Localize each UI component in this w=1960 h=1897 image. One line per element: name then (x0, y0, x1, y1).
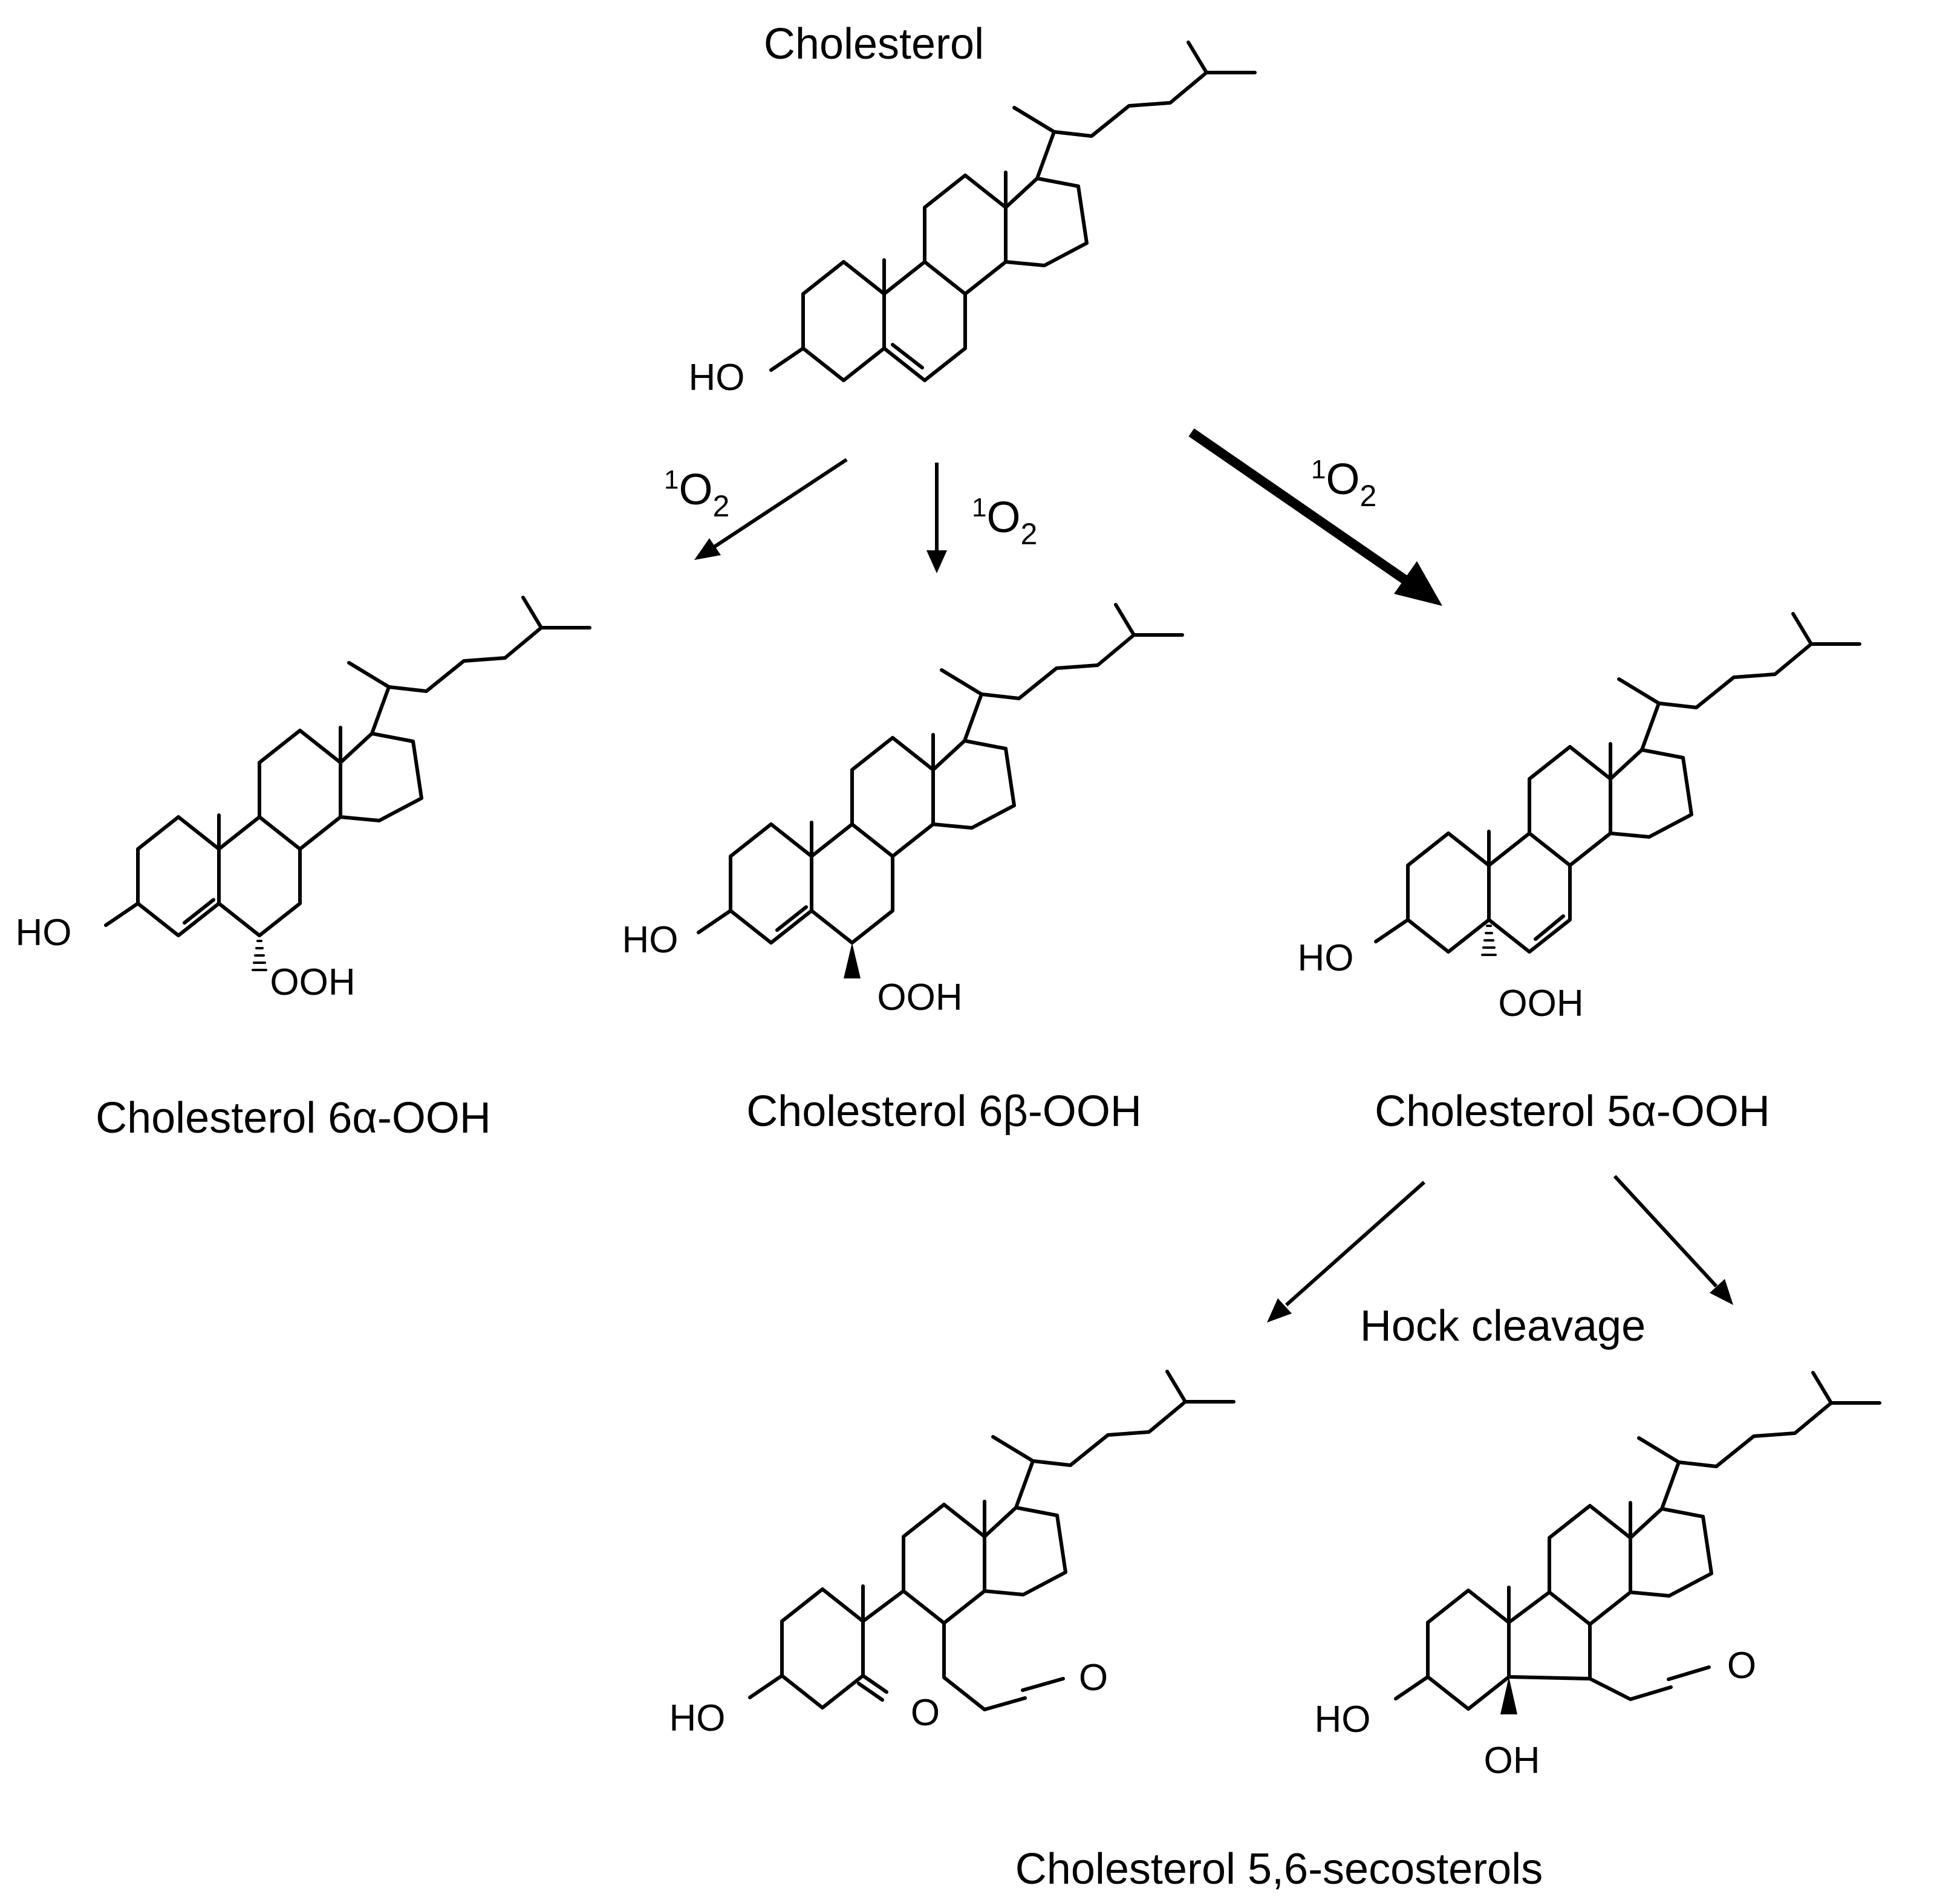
seco-b-ring-hydroxyl: OH (1484, 1740, 1540, 1781)
ooh6b-structure (697, 603, 1184, 978)
seco-b-aldehyde-oxygen: O (1727, 1645, 1756, 1687)
seco-a-ketone-oxygen: O (911, 1692, 940, 1734)
ooh5a-structure (1374, 612, 1861, 956)
seco-a-structure (748, 1370, 1236, 1711)
cholesterol-title: Cholesterol (764, 20, 984, 68)
ooh5a-hydroxyl: HO (1298, 937, 1354, 979)
singlet-oxygen-label-3: 1O2 (1311, 455, 1376, 513)
ooh6a-structure (104, 596, 591, 971)
ooh6b-hydroperoxy: OOH (877, 977, 962, 1018)
seco-b-structure (1394, 1371, 1881, 1714)
ooh5a-title: Cholesterol 5α-OOH (1375, 1087, 1770, 1136)
ooh6a-hydroxyl: HO (16, 912, 72, 954)
seco-a-hydroxyl: HO (669, 1697, 726, 1739)
ooh6b-hydroxyl: HO (622, 919, 679, 961)
arrow-to-5a (1188, 428, 1442, 606)
ooh6a-hydroperoxy: OOH (270, 962, 355, 1003)
arrow-to-6a (694, 458, 848, 560)
cholesterol-structure (769, 41, 1257, 382)
singlet-oxygen-label-1: 1O2 (664, 465, 729, 523)
arrow-to-seco-b (1613, 1174, 1733, 1305)
ooh5a-hydroperoxy: OOH (1498, 983, 1583, 1024)
cholesterol-hydroxyl: HO (689, 357, 745, 399)
seco-a-aldehyde-oxygen: O (1079, 1657, 1108, 1699)
ooh6b-title: Cholesterol 6β-OOH (746, 1087, 1142, 1136)
seco-b-hydroxyl: HO (1315, 1699, 1371, 1740)
singlet-oxygen-label-2: 1O2 (972, 493, 1037, 551)
hock-cleavage-label: Hock cleavage (1360, 1302, 1646, 1350)
arrow-to-seco-a (1267, 1180, 1425, 1323)
secosterols-title: Cholesterol 5,6-secosterols (1015, 1845, 1543, 1893)
ooh6a-title: Cholesterol 6α-OOH (96, 1094, 491, 1142)
arrow-to-6b (926, 463, 947, 573)
